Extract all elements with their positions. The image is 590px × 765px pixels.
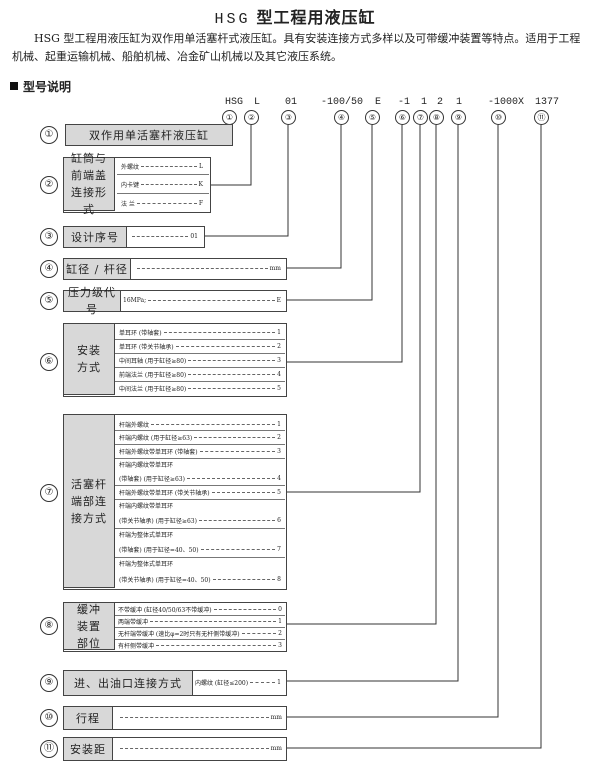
- row-label-7: 活塞杆端部连接方式: [63, 414, 115, 588]
- code-part-3: 01: [285, 97, 298, 108]
- row-label-8: 缓冲装置部位: [63, 602, 115, 650]
- code-mark-8: ⑧: [429, 110, 444, 125]
- code-mark-9: ⑨: [451, 110, 466, 125]
- connector-3: [205, 125, 289, 237]
- code-part-5: E: [375, 97, 382, 108]
- row6-option-5: 中间法兰 (用于缸径≥80)5: [119, 384, 281, 393]
- row4-option-1: mm: [135, 262, 281, 274]
- row-label-11: 安装距: [63, 737, 113, 761]
- code-part-8: 2: [437, 97, 444, 108]
- connector-7: [287, 125, 421, 493]
- row-label-6: 安装方式: [63, 323, 115, 395]
- row6-option-3: 中间耳轴 (用于缸径≥80)3: [119, 356, 281, 365]
- row-label-9: 进、出油口连接方式: [63, 670, 193, 696]
- row7-option-4-line1: 杆端内螺纹带单耳环: [119, 462, 174, 469]
- row3-option-1: 01: [130, 230, 198, 242]
- row7-option-7-line1: 杆端为整体式单耳环: [119, 532, 174, 539]
- code-part-10: -1000X: [488, 97, 525, 108]
- row6-option-4: 前端法兰 (用于缸径≥80)4: [119, 370, 281, 379]
- row-number-7: ⑦: [40, 484, 58, 502]
- row-label-2: 缸筒与前端盖连接形式: [63, 152, 115, 216]
- row7-option-4: (带轴套) (用于缸径≥63)4: [119, 474, 281, 483]
- row-number-11: ⑪: [40, 740, 58, 758]
- row-label-3: 设计序号: [63, 226, 127, 248]
- section-heading: 型号说明: [10, 78, 71, 95]
- title-latin: HSG: [214, 11, 251, 28]
- connector-8: [287, 125, 437, 625]
- connector-5: [287, 125, 373, 301]
- row-number-2: ②: [40, 176, 58, 194]
- row7-option-8: (带关节轴承) (用于缸径=40、50)8: [119, 575, 281, 584]
- row7-option-3: 杆端外螺纹带单耳环 (带轴套)3: [119, 447, 281, 456]
- connector-4: [287, 125, 342, 269]
- row10-option-1: mm: [118, 711, 282, 723]
- row7-option-5: 杆端外螺纹带单耳环 (带关节轴承)5: [119, 488, 281, 497]
- code-part-9: 1: [456, 97, 463, 108]
- code-part-11: 1377: [535, 97, 560, 108]
- code-part-7: 1: [421, 97, 428, 108]
- row8-option-3: 无杆端带缓冲 (速比φ=2时只有无杆侧带缓冲)2: [118, 629, 282, 638]
- row7-option-7: (带轴套) (用于缸径=40、50)7: [119, 545, 281, 554]
- row7-option-8-line1: 杆端为整体式单耳环: [119, 561, 174, 568]
- code-part-1: HSG: [225, 97, 244, 108]
- title-chinese: 型工程用液压缸: [256, 8, 376, 27]
- code-mark-2: ②: [244, 110, 259, 125]
- code-mark-4: ④: [334, 110, 349, 125]
- row8-option-1: 不带缓冲 (缸径40/50/63不带缓冲)0: [118, 605, 282, 614]
- row6-option-2: 单耳环 (带关节轴承)2: [119, 342, 281, 351]
- row-number-10: ⑩: [40, 709, 58, 727]
- code-mark-6: ⑥: [395, 110, 410, 125]
- code-mark-10: ⑩: [491, 110, 506, 125]
- row5-option-1: 16MPa;E: [123, 296, 281, 304]
- intro-paragraph: HSG 型工程用液压缸为双作用单活塞杆式液压缸。具有安装连接方式多样以及可带缓冲…: [12, 32, 581, 63]
- code-mark-11: ⑪: [534, 110, 549, 125]
- row-number-9: ⑨: [40, 674, 58, 692]
- code-part-2: L: [254, 97, 261, 108]
- code-mark-7: ⑦: [413, 110, 428, 125]
- connector-6: [287, 125, 403, 363]
- row-label-4: 缸径 / 杆径: [63, 258, 131, 280]
- connector-2: [210, 125, 252, 186]
- row-label-10: 行程: [63, 706, 113, 730]
- row-number-3: ③: [40, 228, 58, 246]
- section-heading-text: 型号说明: [23, 80, 72, 94]
- row-number-6: ⑥: [40, 353, 58, 371]
- code-part-4: -100/50: [321, 97, 364, 108]
- page-title: HSG 型工程用液压缸: [0, 4, 590, 28]
- row-label-1: 双作用单活塞杆液压缸: [65, 124, 233, 146]
- row-number-1: ①: [40, 126, 58, 144]
- code-part-6: -1: [398, 97, 411, 108]
- row7-option-2: 杆端内螺纹 (用于缸径≥63)2: [119, 433, 281, 442]
- row6-option-1: 单耳环 (带轴套)1: [119, 328, 281, 337]
- row-number-4: ④: [40, 260, 58, 278]
- square-bullet-icon: [10, 82, 18, 90]
- row-number-8: ⑧: [40, 617, 58, 635]
- row7-option-6-line1: 杆端内螺纹带单耳环: [119, 503, 174, 510]
- row-label-5: 压力级代号: [63, 286, 121, 316]
- code-mark-5: ⑤: [365, 110, 380, 125]
- connector-11: [287, 125, 542, 749]
- code-mark-3: ③: [281, 110, 296, 125]
- row-number-5: ⑤: [40, 292, 58, 310]
- row9-option-1: 内螺纹 (缸径≤200)1: [195, 678, 281, 687]
- row11-option-1: mm: [118, 742, 282, 754]
- connector-9: [287, 125, 459, 682]
- connector-10: [287, 125, 499, 718]
- row7-option-6: (带关节轴承) (用于缸径≥63)6: [119, 516, 281, 525]
